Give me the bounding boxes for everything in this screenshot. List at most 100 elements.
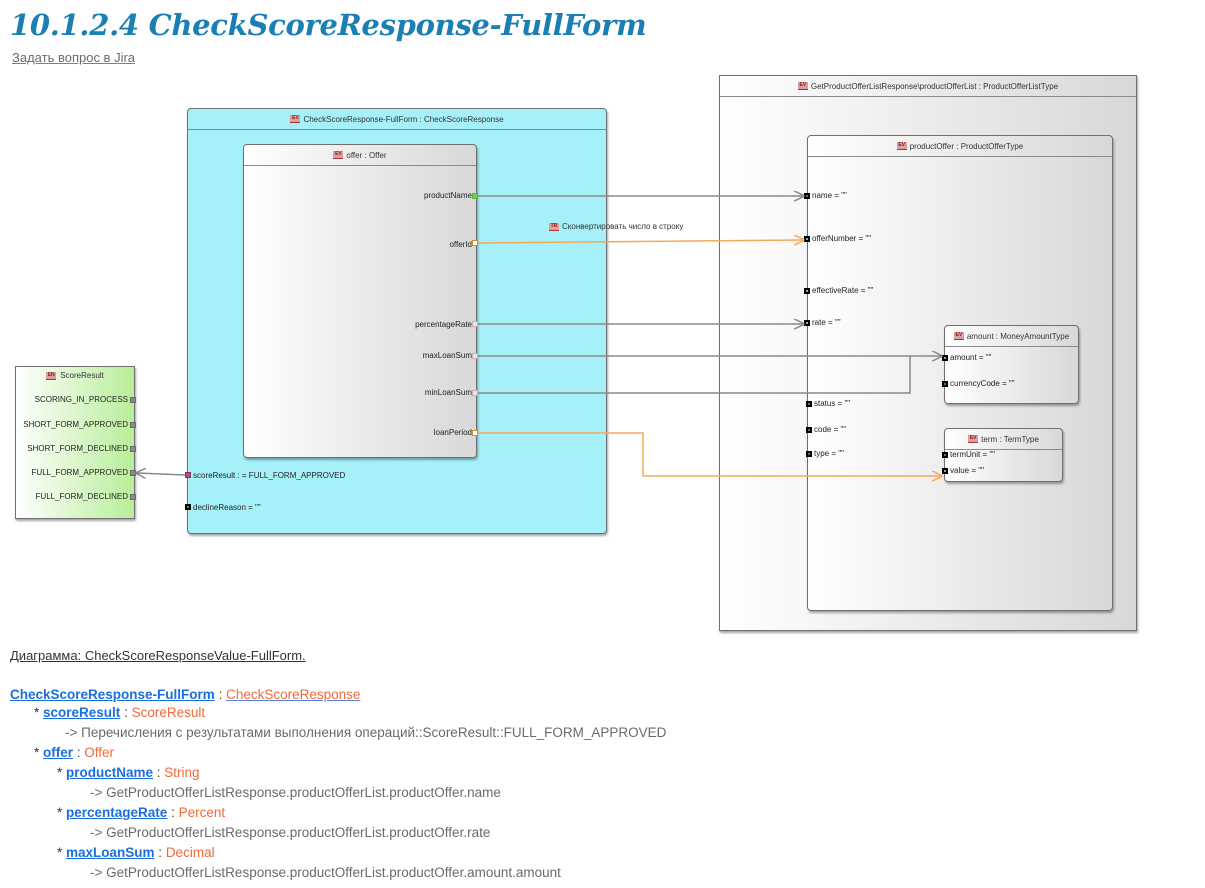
- attr-max-loan-sum: maxLoanSum: [422, 351, 472, 360]
- attr-offer-id: offerId: [449, 240, 472, 249]
- amount-header: EV amount : MoneyAmountType: [945, 326, 1078, 347]
- port-product-name[interactable]: [472, 193, 478, 199]
- diagram-caption: Диаграмма: CheckScoreResponseValue-FullF…: [10, 648, 306, 663]
- page-title: 10.1.2.4 CheckScoreResponse-FullForm: [10, 8, 647, 42]
- attr-effective-rate: effectiveRate = "": [812, 286, 874, 295]
- attr-value: value = "": [950, 466, 984, 475]
- percentage-rate-type: Percent: [178, 805, 226, 820]
- score-result-type: ScoreResult: [131, 705, 206, 720]
- port-currency-code[interactable]: [942, 381, 948, 387]
- check-score-response-header: EV CheckScoreResponse-FullForm : CheckSc…: [188, 109, 606, 130]
- attr-offer-number: offerNumber = "": [812, 234, 872, 243]
- product-offer-list-title: GetProductOfferListResponse\productOffer…: [810, 81, 1059, 91]
- max-loan-sum-link[interactable]: maxLoanSum: [66, 845, 155, 860]
- port-short-form-approved[interactable]: [130, 422, 136, 428]
- score-result-enum-box[interactable]: EN ScoreResult: [15, 366, 135, 519]
- enum-stereotype-icon: EN: [46, 371, 57, 380]
- product-offer-list-header: EV GetProductOfferListResponse\productOf…: [720, 76, 1136, 97]
- tree-item-offer: * offer : Offer: [34, 743, 114, 763]
- port-value[interactable]: [942, 468, 948, 474]
- conversion-label: TR Сконвертировать число в строку: [549, 222, 683, 231]
- port-max-loan-sum[interactable]: [472, 353, 478, 359]
- port-amount[interactable]: [942, 355, 948, 361]
- amount-box[interactable]: EV amount : MoneyAmountType: [944, 325, 1079, 404]
- offer-box[interactable]: EV offer : Offer: [243, 144, 477, 458]
- score-result-mapping: -> Перечисления с результатами выполнени…: [65, 725, 667, 740]
- entity-stereotype-icon: EV: [953, 332, 964, 340]
- entity-stereotype-icon: EV: [797, 82, 808, 90]
- port-min-loan-sum[interactable]: [472, 390, 478, 396]
- product-name-type: String: [164, 765, 200, 780]
- entity-stereotype-icon: EV: [290, 115, 301, 123]
- attr-name: name = "": [812, 191, 847, 200]
- attr-percentage-rate: percentageRate: [415, 320, 472, 329]
- root-type-link[interactable]: CheckScoreResponse: [226, 687, 361, 702]
- bullet: *: [57, 845, 67, 860]
- port-offer-number[interactable]: [804, 236, 810, 242]
- port-name[interactable]: [804, 193, 810, 199]
- literal-scoring-in-process: SCORING_IN_PROCESS: [34, 395, 128, 404]
- amount-title: amount : MoneyAmountType: [966, 331, 1070, 341]
- offer-link[interactable]: offer: [43, 745, 74, 760]
- term-title: term : TermType: [981, 434, 1039, 444]
- port-loan-period[interactable]: [472, 430, 478, 436]
- separator: :: [73, 745, 85, 760]
- percentage-rate-link[interactable]: percentageRate: [66, 805, 168, 820]
- literal-full-form-approved: FULL_FORM_APPROVED: [31, 468, 128, 477]
- entity-stereotype-icon: EV: [333, 151, 344, 159]
- port-offer-id[interactable]: [472, 240, 478, 246]
- port-full-form-declined[interactable]: [130, 494, 136, 500]
- attr-term-unit: termUnit = "": [950, 450, 996, 459]
- score-result-link[interactable]: scoreResult: [43, 705, 121, 720]
- bullet: *: [34, 705, 44, 720]
- tree-item-max-loan-sum: * maxLoanSum : Decimal: [57, 843, 215, 863]
- separator: :: [154, 845, 166, 860]
- port-score-result[interactable]: [185, 472, 191, 478]
- attr-loan-period: loanPeriod: [433, 428, 472, 437]
- attr-score-result: scoreResult : = FULL_FORM_APPROVED: [193, 471, 346, 480]
- tree-item-product-name: * productName : String: [57, 763, 200, 783]
- port-short-form-declined[interactable]: [130, 446, 136, 452]
- mapping-diagram: EV GetProductOfferListResponse\productOf…: [0, 68, 1205, 638]
- transform-stereotype-icon: TR: [549, 222, 559, 231]
- term-box[interactable]: EV term : TermType: [944, 428, 1063, 482]
- attr-min-loan-sum: minLoanSum: [424, 388, 472, 397]
- score-result-header: EN ScoreResult: [16, 371, 134, 380]
- check-score-response-title: CheckScoreResponse-FullForm : CheckScore…: [303, 114, 504, 124]
- product-offer-header: EV productOffer : ProductOfferType: [808, 136, 1112, 157]
- separator: :: [214, 687, 227, 702]
- root-name-link[interactable]: CheckScoreResponse-FullForm: [10, 687, 215, 702]
- port-status[interactable]: [806, 401, 812, 407]
- ask-in-jira-link[interactable]: Задать вопрос в Jira: [12, 50, 136, 65]
- offer-header: EV offer : Offer: [244, 145, 476, 166]
- offer-type: Offer: [84, 745, 115, 760]
- port-full-form-approved[interactable]: [130, 470, 136, 476]
- port-scoring-in-process[interactable]: [130, 397, 136, 403]
- attr-rate: rate = "": [812, 318, 841, 327]
- entity-stereotype-icon: EV: [968, 435, 979, 443]
- tree-root: CheckScoreResponse-FullForm : CheckScore…: [10, 685, 360, 705]
- max-loan-sum-type: Decimal: [165, 845, 215, 860]
- port-effective-rate[interactable]: [804, 288, 810, 294]
- port-code[interactable]: [806, 427, 812, 433]
- max-loan-sum-mapping: -> GetProductOfferListResponse.productOf…: [90, 865, 561, 880]
- score-result-title: ScoreResult: [60, 371, 104, 380]
- port-percentage-rate[interactable]: [472, 321, 478, 327]
- attr-status: status = "": [814, 399, 851, 408]
- term-header: EV term : TermType: [945, 429, 1062, 450]
- port-rate[interactable]: [804, 320, 810, 326]
- bullet: *: [34, 745, 44, 760]
- port-type[interactable]: [806, 451, 812, 457]
- entity-stereotype-icon: EV: [896, 142, 907, 150]
- attr-decline-reason: declineReason = "": [193, 503, 261, 512]
- port-term-unit[interactable]: [942, 452, 948, 458]
- product-name-link[interactable]: productName: [66, 765, 154, 780]
- tree-item-percentage-rate: * percentageRate : Percent: [57, 803, 225, 823]
- product-name-mapping: -> GetProductOfferListResponse.productOf…: [90, 785, 501, 800]
- port-decline-reason[interactable]: [185, 504, 191, 510]
- bullet: *: [57, 805, 67, 820]
- separator: :: [153, 765, 165, 780]
- separator: :: [167, 805, 179, 820]
- wire-score-result-to-full-form-approved: [137, 473, 186, 475]
- product-offer-title: productOffer : ProductOfferType: [909, 141, 1024, 151]
